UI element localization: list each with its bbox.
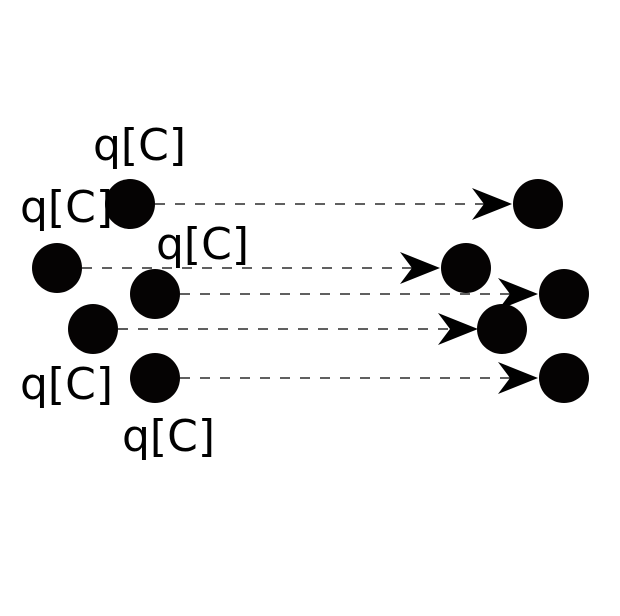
target-nodes: [441, 179, 589, 403]
source-node-1: [105, 179, 155, 229]
source-node-2: [32, 243, 82, 293]
node-label-5: q[C]: [122, 411, 215, 462]
target-node-4: [477, 304, 527, 354]
target-node-5: [539, 353, 589, 403]
target-node-1: [513, 179, 563, 229]
target-node-3: [539, 269, 589, 319]
source-nodes: [32, 179, 180, 403]
source-node-5: [130, 353, 180, 403]
source-node-4: [68, 304, 118, 354]
target-node-2: [441, 243, 491, 293]
labels-group: q[C] q[C] q[C] q[C] q[C]: [20, 120, 249, 462]
node-label-4: q[C]: [20, 359, 113, 410]
arrows-group: [82, 188, 538, 394]
node-label-3: q[C]: [156, 219, 249, 270]
node-label-1: q[C]: [93, 120, 186, 171]
node-label-2: q[C]: [20, 182, 113, 233]
source-node-3: [130, 269, 180, 319]
